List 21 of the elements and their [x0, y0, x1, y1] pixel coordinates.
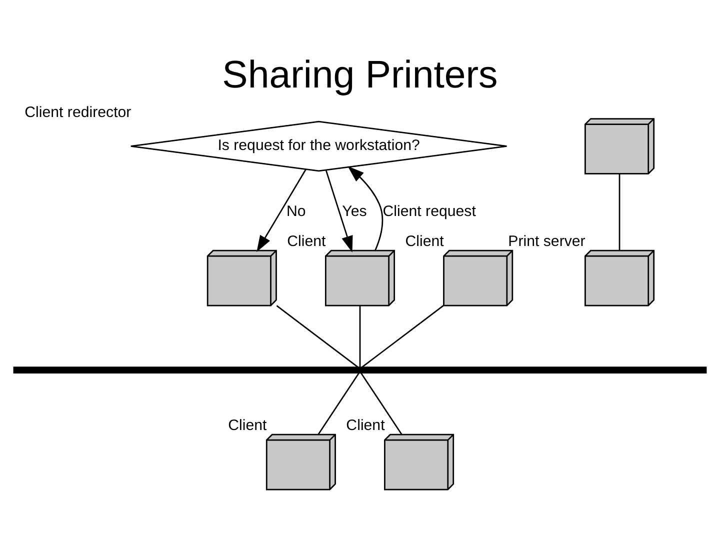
node-label: Client: [287, 232, 326, 250]
edge-label: Yes: [342, 202, 367, 220]
edge-label: Client request: [382, 202, 476, 220]
node-label: Print server: [508, 232, 586, 250]
arrow: [348, 166, 384, 250]
edge-label: No: [286, 202, 306, 220]
node-label: Client: [346, 416, 385, 434]
connector: [362, 304, 444, 368]
connector: [276, 304, 358, 368]
arrow: [256, 168, 306, 252]
diagram-title: Sharing Printers: [222, 53, 498, 96]
connector: [618, 173, 620, 250]
node-diamond: Is request for the workstation?: [130, 120, 508, 172]
arrow: [325, 169, 353, 252]
node-bar: [13, 366, 707, 373]
node-label: Client: [228, 416, 267, 434]
node-label: Client: [405, 232, 444, 250]
connector: [360, 372, 402, 434]
connector: [318, 372, 360, 434]
node-label: Client redirector: [24, 104, 132, 121]
connector: [359, 305, 361, 367]
